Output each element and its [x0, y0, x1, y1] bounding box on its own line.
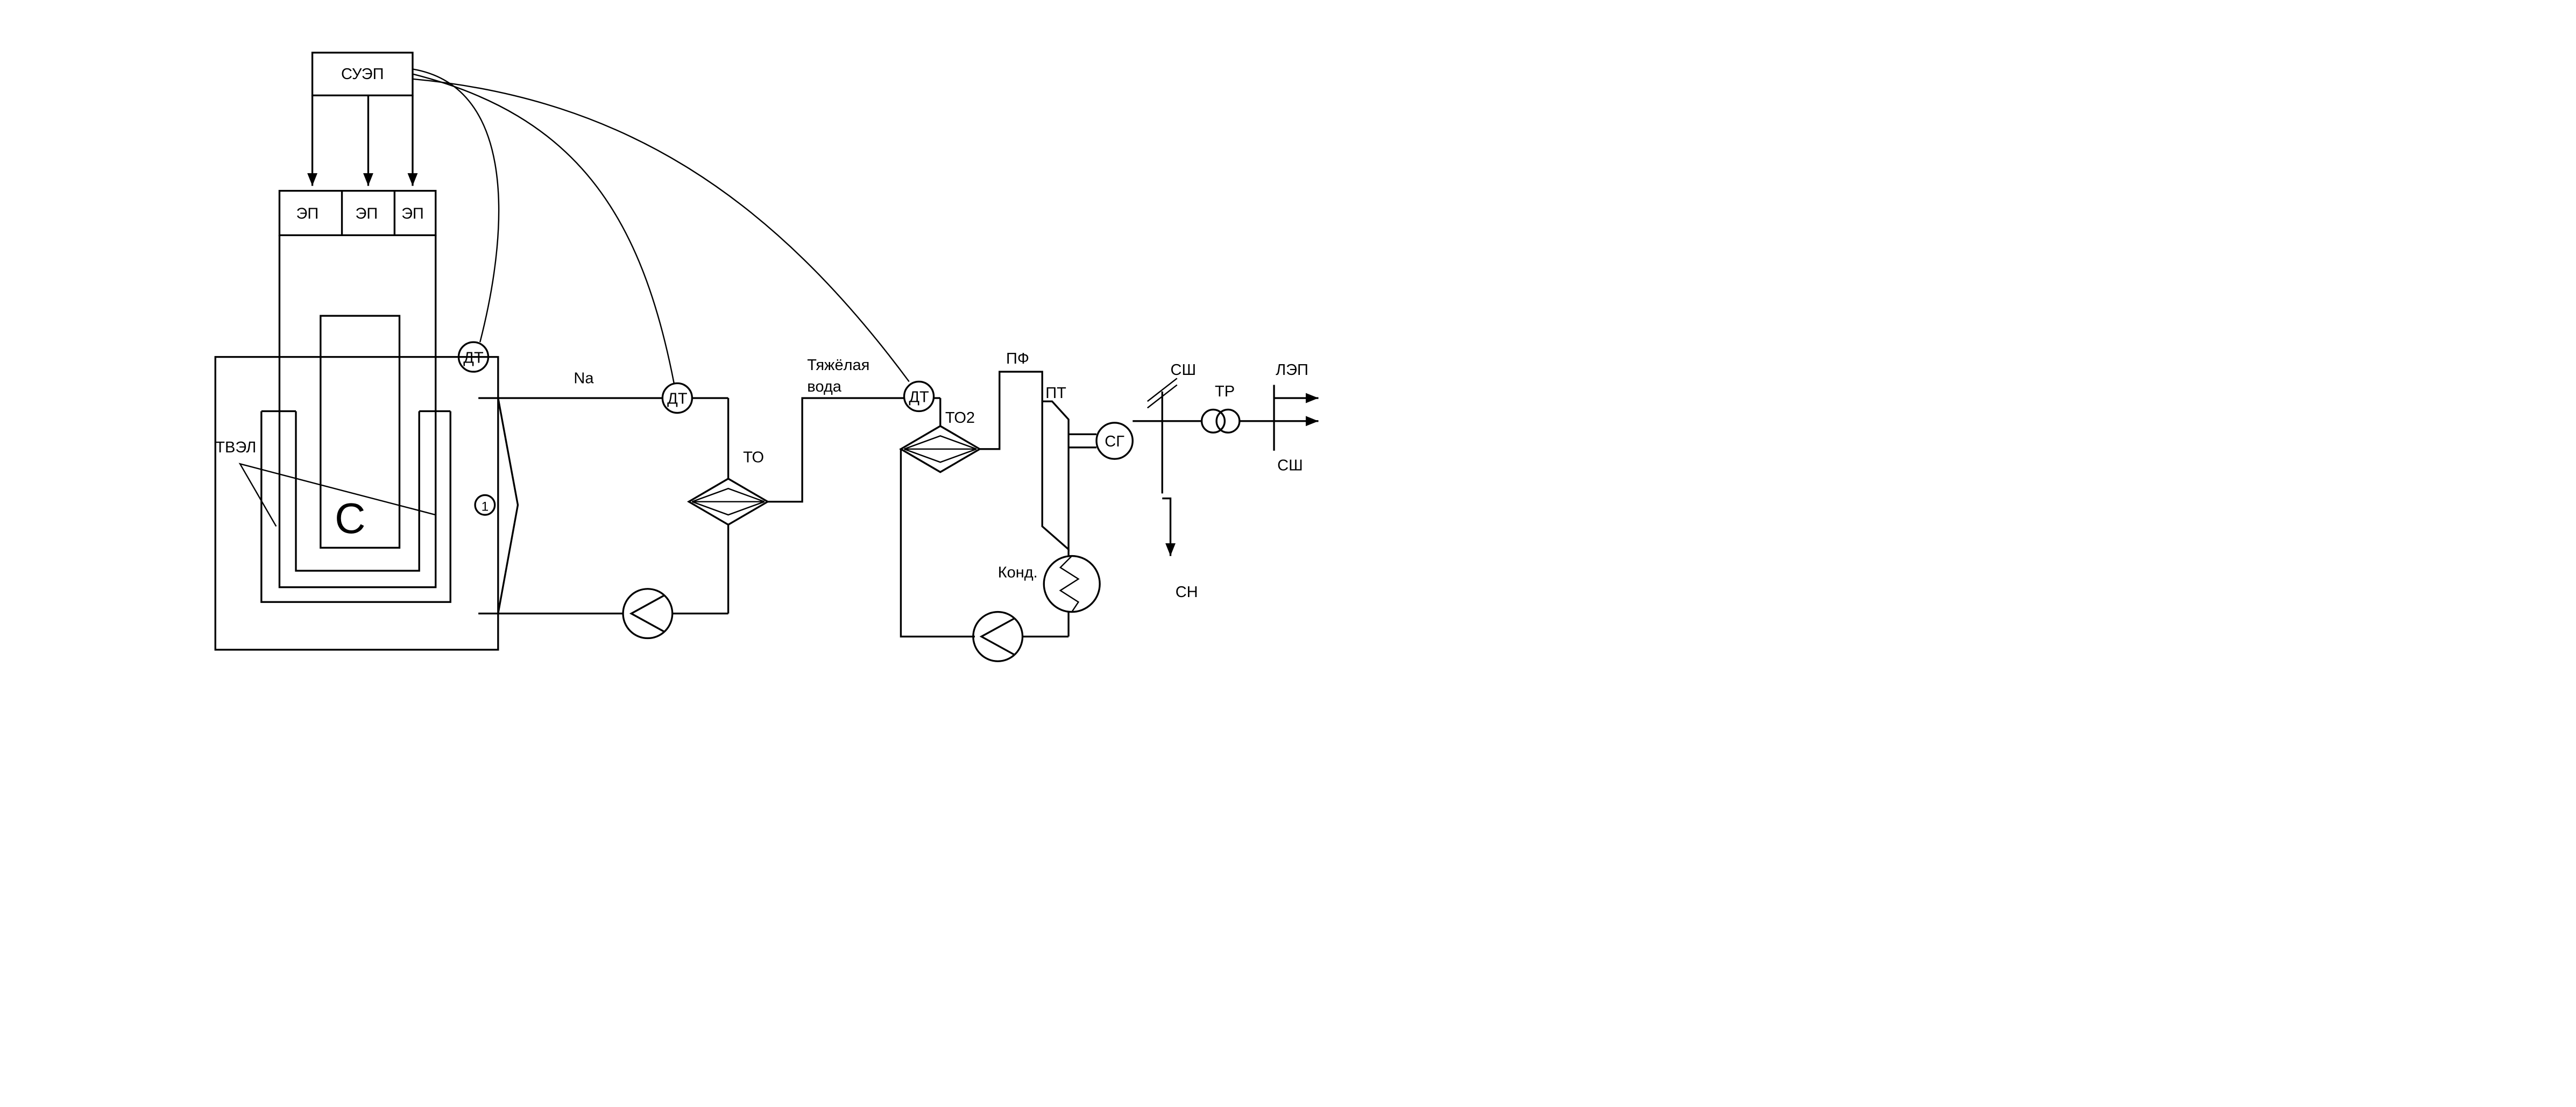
temperature-sensor-na: ДТ [661, 382, 693, 414]
synchronous-generator: СГ [1095, 422, 1134, 460]
sensor-signal-lines [412, 68, 910, 384]
reactor: ТВЭЛ С 1 [214, 235, 499, 651]
circuit-number-marker [474, 494, 496, 516]
core-label: С [335, 494, 365, 542]
ep-label-2: ЭП [356, 205, 378, 223]
power-line-output: ЛЭП СШ [1239, 361, 1319, 474]
pt-label: ПТ [1045, 385, 1066, 402]
sodium-loop: Na [478, 370, 730, 615]
heavy-water-label-1: Тяжёлая [807, 357, 869, 374]
to2-label: ТО2 [945, 409, 975, 427]
lep-label: ЛЭП [1276, 361, 1308, 379]
turbine-shaft [1068, 433, 1097, 449]
pump-2 [972, 611, 1024, 662]
control-system-block: СУЭП [311, 52, 414, 97]
dt-label-reactor: ДТ [463, 349, 484, 366]
heavy-water-loop: Тяжёлая вода [767, 357, 942, 503]
steam-loop: ПФ [900, 350, 1070, 638]
circuit-number-label: 1 [482, 499, 489, 514]
dt-label-na: ДТ [667, 391, 688, 408]
cond-label: Конд. [998, 564, 1038, 581]
pump-1 [622, 588, 674, 640]
control-rod [320, 315, 401, 549]
heavy-water-label-2: вода [807, 378, 841, 395]
electrical-bus: СШ [1133, 361, 1202, 494]
condenser: Конд. [998, 555, 1101, 613]
electric-drives: ЭП ЭП ЭП [278, 190, 437, 236]
own-needs-feeder: СН [1162, 497, 1198, 601]
temperature-sensor-reactor: ДТ [457, 341, 490, 373]
suep-label: СУЭП [341, 66, 384, 83]
heat-exchanger-to: ТО [687, 449, 770, 526]
ssh-bottom-label: СШ [1277, 457, 1303, 474]
steam-turbine: ПТ [1041, 385, 1070, 552]
transformer: ТР [1200, 383, 1241, 434]
reactor-vessel [214, 356, 499, 651]
na-label: Na [574, 370, 594, 387]
control-arrows [307, 95, 418, 186]
heat-exchanger-to2: ТО2 [899, 409, 982, 473]
ep-label-1: ЭП [296, 205, 319, 223]
sn-label: СН [1176, 584, 1198, 601]
sg-label: СГ [1105, 433, 1124, 450]
tr-label: ТР [1215, 383, 1235, 400]
ep-label-3: ЭП [401, 205, 424, 223]
temperature-sensor-water: ДТ [903, 380, 935, 413]
dt-label-water: ДТ [909, 389, 929, 406]
tvel-label: ТВЭЛ [215, 439, 256, 456]
to-label: ТО [743, 449, 764, 466]
pf-label: ПФ [1006, 350, 1029, 367]
ssh-top-label: СШ [1171, 361, 1197, 379]
